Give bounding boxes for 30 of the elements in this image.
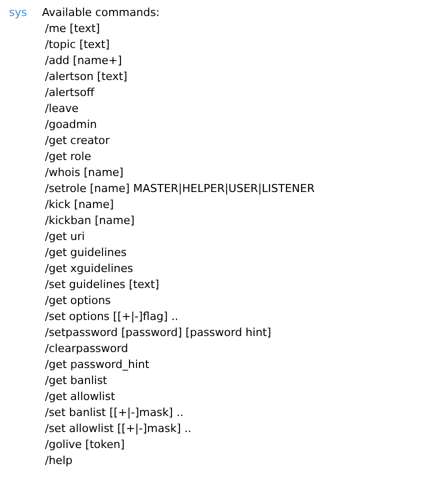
sender-name: sys bbox=[9, 6, 27, 20]
command-line: /kick [name] bbox=[45, 198, 114, 212]
command-line: /add [name+] bbox=[45, 54, 122, 68]
command-line: /whois [name] bbox=[45, 166, 124, 180]
command-line: /golive [token] bbox=[45, 438, 125, 452]
command-line: /goadmin bbox=[45, 118, 97, 132]
command-line: /get uri bbox=[45, 230, 85, 244]
command-line: /set options [[+|-]flag] .. bbox=[45, 310, 178, 324]
command-line: /set guidelines [text] bbox=[45, 278, 160, 292]
command-line: /set banlist [[+|-]mask] .. bbox=[45, 406, 184, 420]
command-line: /get role bbox=[45, 150, 92, 164]
command-line: /topic [text] bbox=[45, 38, 110, 52]
command-line: /get guidelines bbox=[45, 246, 127, 260]
command-line: /get banlist bbox=[45, 374, 108, 388]
command-line: /setrole [name] MASTER|HELPER|USER|LISTENER bbox=[45, 182, 315, 196]
command-line: /get creator bbox=[45, 134, 110, 148]
command-line: /me [text] bbox=[45, 22, 100, 36]
command-line: /get password_hint bbox=[45, 358, 150, 372]
command-line: /kickban [name] bbox=[45, 214, 135, 228]
command-line: /get xguidelines bbox=[45, 262, 134, 276]
command-line: /set allowlist [[+|-]mask] .. bbox=[45, 422, 192, 436]
command-line: /leave bbox=[45, 102, 79, 116]
command-line: /get options bbox=[45, 294, 111, 308]
command-line: /alertsoff bbox=[45, 86, 94, 100]
command-line: /help bbox=[45, 454, 72, 468]
command-line: /setpassword [password] [password hint] bbox=[45, 326, 272, 340]
message-heading: Available commands: bbox=[42, 6, 160, 20]
command-line: /alertson [text] bbox=[45, 70, 128, 84]
command-line: /clearpassword bbox=[45, 342, 128, 356]
command-line: /get allowlist bbox=[45, 390, 116, 404]
